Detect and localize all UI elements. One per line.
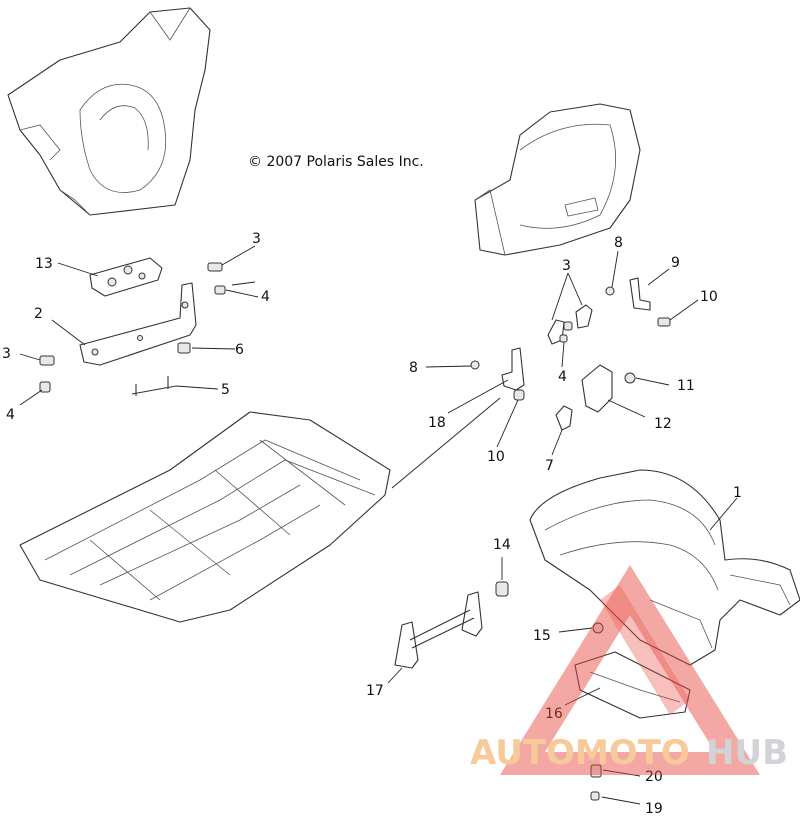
callout-8: 8: [409, 360, 418, 376]
seat-pan-16: [574, 622, 691, 801]
callout-2: 2: [34, 306, 43, 322]
callout-3: 3: [2, 346, 11, 362]
callout-7: 7: [545, 458, 554, 474]
watermark-text-hub: HUB: [706, 733, 788, 773]
callout-17: 17: [366, 683, 384, 699]
callout-19: 19: [645, 801, 663, 817]
callout-18: 18: [428, 415, 446, 431]
callout-4: 4: [6, 407, 15, 423]
callout-16: 16: [545, 706, 563, 722]
copyright-text: © 2007 Polaris Sales Inc.: [248, 154, 424, 170]
callout-10: 10: [700, 289, 718, 305]
callout-10: 10: [487, 449, 505, 465]
callout-9: 9: [671, 255, 680, 271]
mounting-plate-2: [79, 282, 197, 366]
callout-14: 14: [493, 537, 511, 553]
hinge-bracket-13: [89, 257, 163, 297]
hardware-right-cluster: [470, 277, 671, 431]
hardware-left-cluster: [39, 262, 226, 396]
callout-4: 4: [261, 289, 270, 305]
leader-lines: [19, 245, 738, 805]
fuel-tank: [474, 103, 641, 256]
watermark-text-automoto: AUTOMOTO: [470, 733, 690, 773]
callout-4: 4: [558, 369, 567, 385]
callout-8: 8: [614, 235, 623, 251]
seat-latch-support-17: [394, 581, 509, 669]
rear-fender-assembly: [7, 7, 211, 216]
watermark: AUTOMOTO HUB: [470, 565, 788, 775]
seat: [529, 469, 800, 666]
callout-20: 20: [645, 769, 663, 785]
callout-1: 1: [733, 485, 742, 501]
callout-3: 3: [562, 258, 571, 274]
callout-11: 11: [677, 378, 695, 394]
callout-15: 15: [533, 628, 551, 644]
callout-13: 13: [35, 256, 53, 272]
callout-12: 12: [654, 416, 672, 432]
watermark-triangle-icon: [500, 565, 760, 775]
callout-labels: 1 2 3 3 3 4 4 4 5 6 7 8 8 9 10 10 11 12 …: [2, 231, 742, 817]
callout-3: 3: [252, 231, 261, 247]
callout-5: 5: [221, 382, 230, 398]
callout-6: 6: [235, 342, 244, 358]
frame: [19, 411, 391, 623]
